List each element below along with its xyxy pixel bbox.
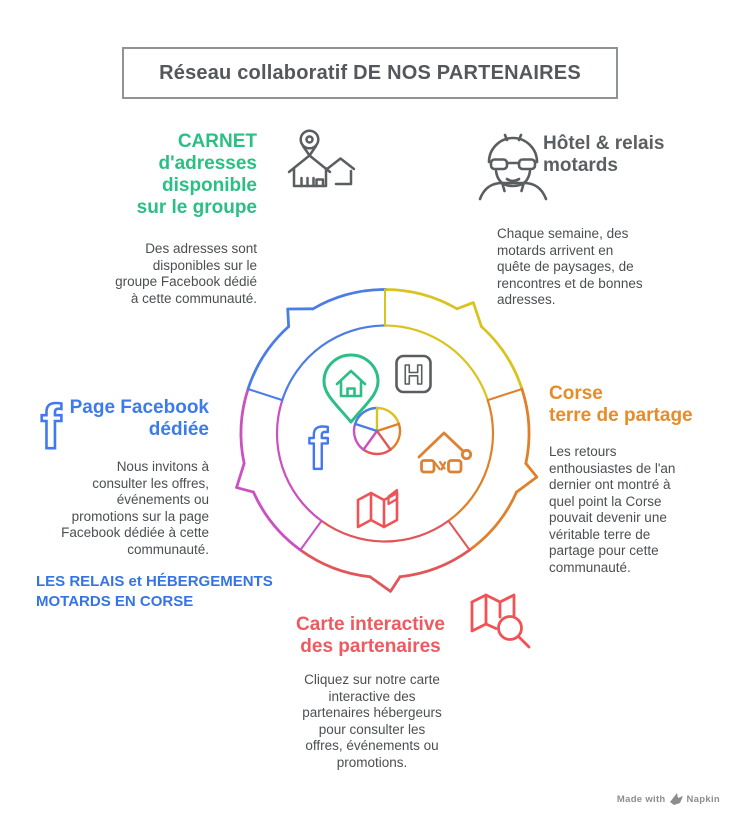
- ring-connectors: [247, 288, 523, 551]
- title-box: Réseau collaboratif DE NOS PARTENAIRES: [122, 47, 618, 99]
- carnet-heading: CARNET d'adresses disponible sur le grou…: [136, 131, 257, 218]
- svg-text:f: f: [41, 393, 62, 456]
- cycle-diagram: H f: [235, 288, 539, 593]
- motorcyclist-icon: [478, 133, 548, 201]
- house-handshake-icon: [417, 431, 473, 474]
- ring-segment-magenta: [235, 387, 302, 552]
- ring-segment-orange: [468, 387, 539, 552]
- carnet-body: Des adresses sont disponibles sur le gro…: [115, 241, 257, 306]
- brand-label: Napkin: [686, 793, 720, 805]
- hotel-heading: Hôtel & relais motards: [543, 133, 665, 176]
- carte-heading: Carte interactive des partenaires: [296, 614, 445, 657]
- inner-ring: [275, 324, 495, 543]
- map-search-icon: [470, 593, 531, 649]
- carte-body: Cliquez sur notre carte interactive des …: [302, 672, 442, 770]
- facebook-f-icon: f: [307, 416, 329, 483]
- map-icon: [356, 488, 399, 529]
- pin-houses-icon: [287, 129, 356, 188]
- made-with-label: Made with: [616, 793, 666, 805]
- facebook-heading: Page Facebook dédiée: [69, 397, 209, 440]
- ring-segment-blue: [246, 288, 387, 391]
- facebook-link-text: LES RELAIS et HÉBERGEMENTS MOTARDS EN CO…: [36, 573, 273, 610]
- svg-text:f: f: [308, 417, 328, 482]
- facebook-icon: f: [39, 392, 63, 456]
- corse-heading: Corse terre de partage: [549, 383, 693, 426]
- ring-segment-red: [298, 548, 472, 593]
- svg-text:H: H: [403, 359, 423, 390]
- ring-segment-yellow: [383, 288, 524, 391]
- corse-body: Les retours enthousiastes de l'an dernie…: [549, 444, 676, 575]
- napkin-logo-icon: [669, 793, 683, 805]
- footer-credit: Made with Napkin: [617, 793, 720, 805]
- page-title: Réseau collaboratif DE NOS PARTENAIRES: [159, 61, 581, 84]
- hotel-body: Chaque semaine, des motards arrivent en …: [497, 226, 643, 307]
- hotel-h-icon: H: [395, 354, 432, 394]
- pie-wheel-icon: [352, 406, 402, 456]
- pin-house-icon: [322, 353, 380, 424]
- facebook-body: Nous invitons à consulter les offres, év…: [61, 459, 209, 557]
